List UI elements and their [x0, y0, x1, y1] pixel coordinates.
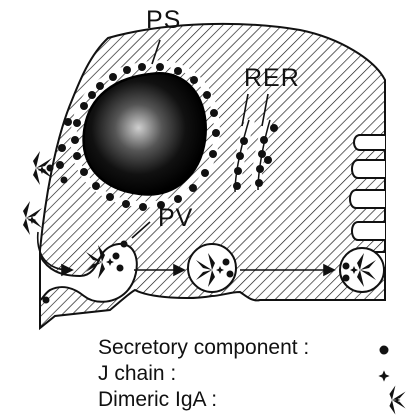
rer-label: RER	[244, 64, 300, 93]
legend-dimeric-iga: Dimeric IgA :	[98, 388, 217, 412]
dimeric-iga-icon	[389, 386, 405, 415]
legend-secretory-component: Secretory component :	[98, 336, 309, 360]
star-icon	[378, 370, 389, 381]
legend-j-chain: J chain :	[98, 362, 176, 386]
vesicle-2	[340, 248, 384, 292]
dot-icon	[380, 346, 389, 355]
ps-label: PS	[146, 6, 181, 35]
pv-label: PV	[158, 204, 193, 233]
